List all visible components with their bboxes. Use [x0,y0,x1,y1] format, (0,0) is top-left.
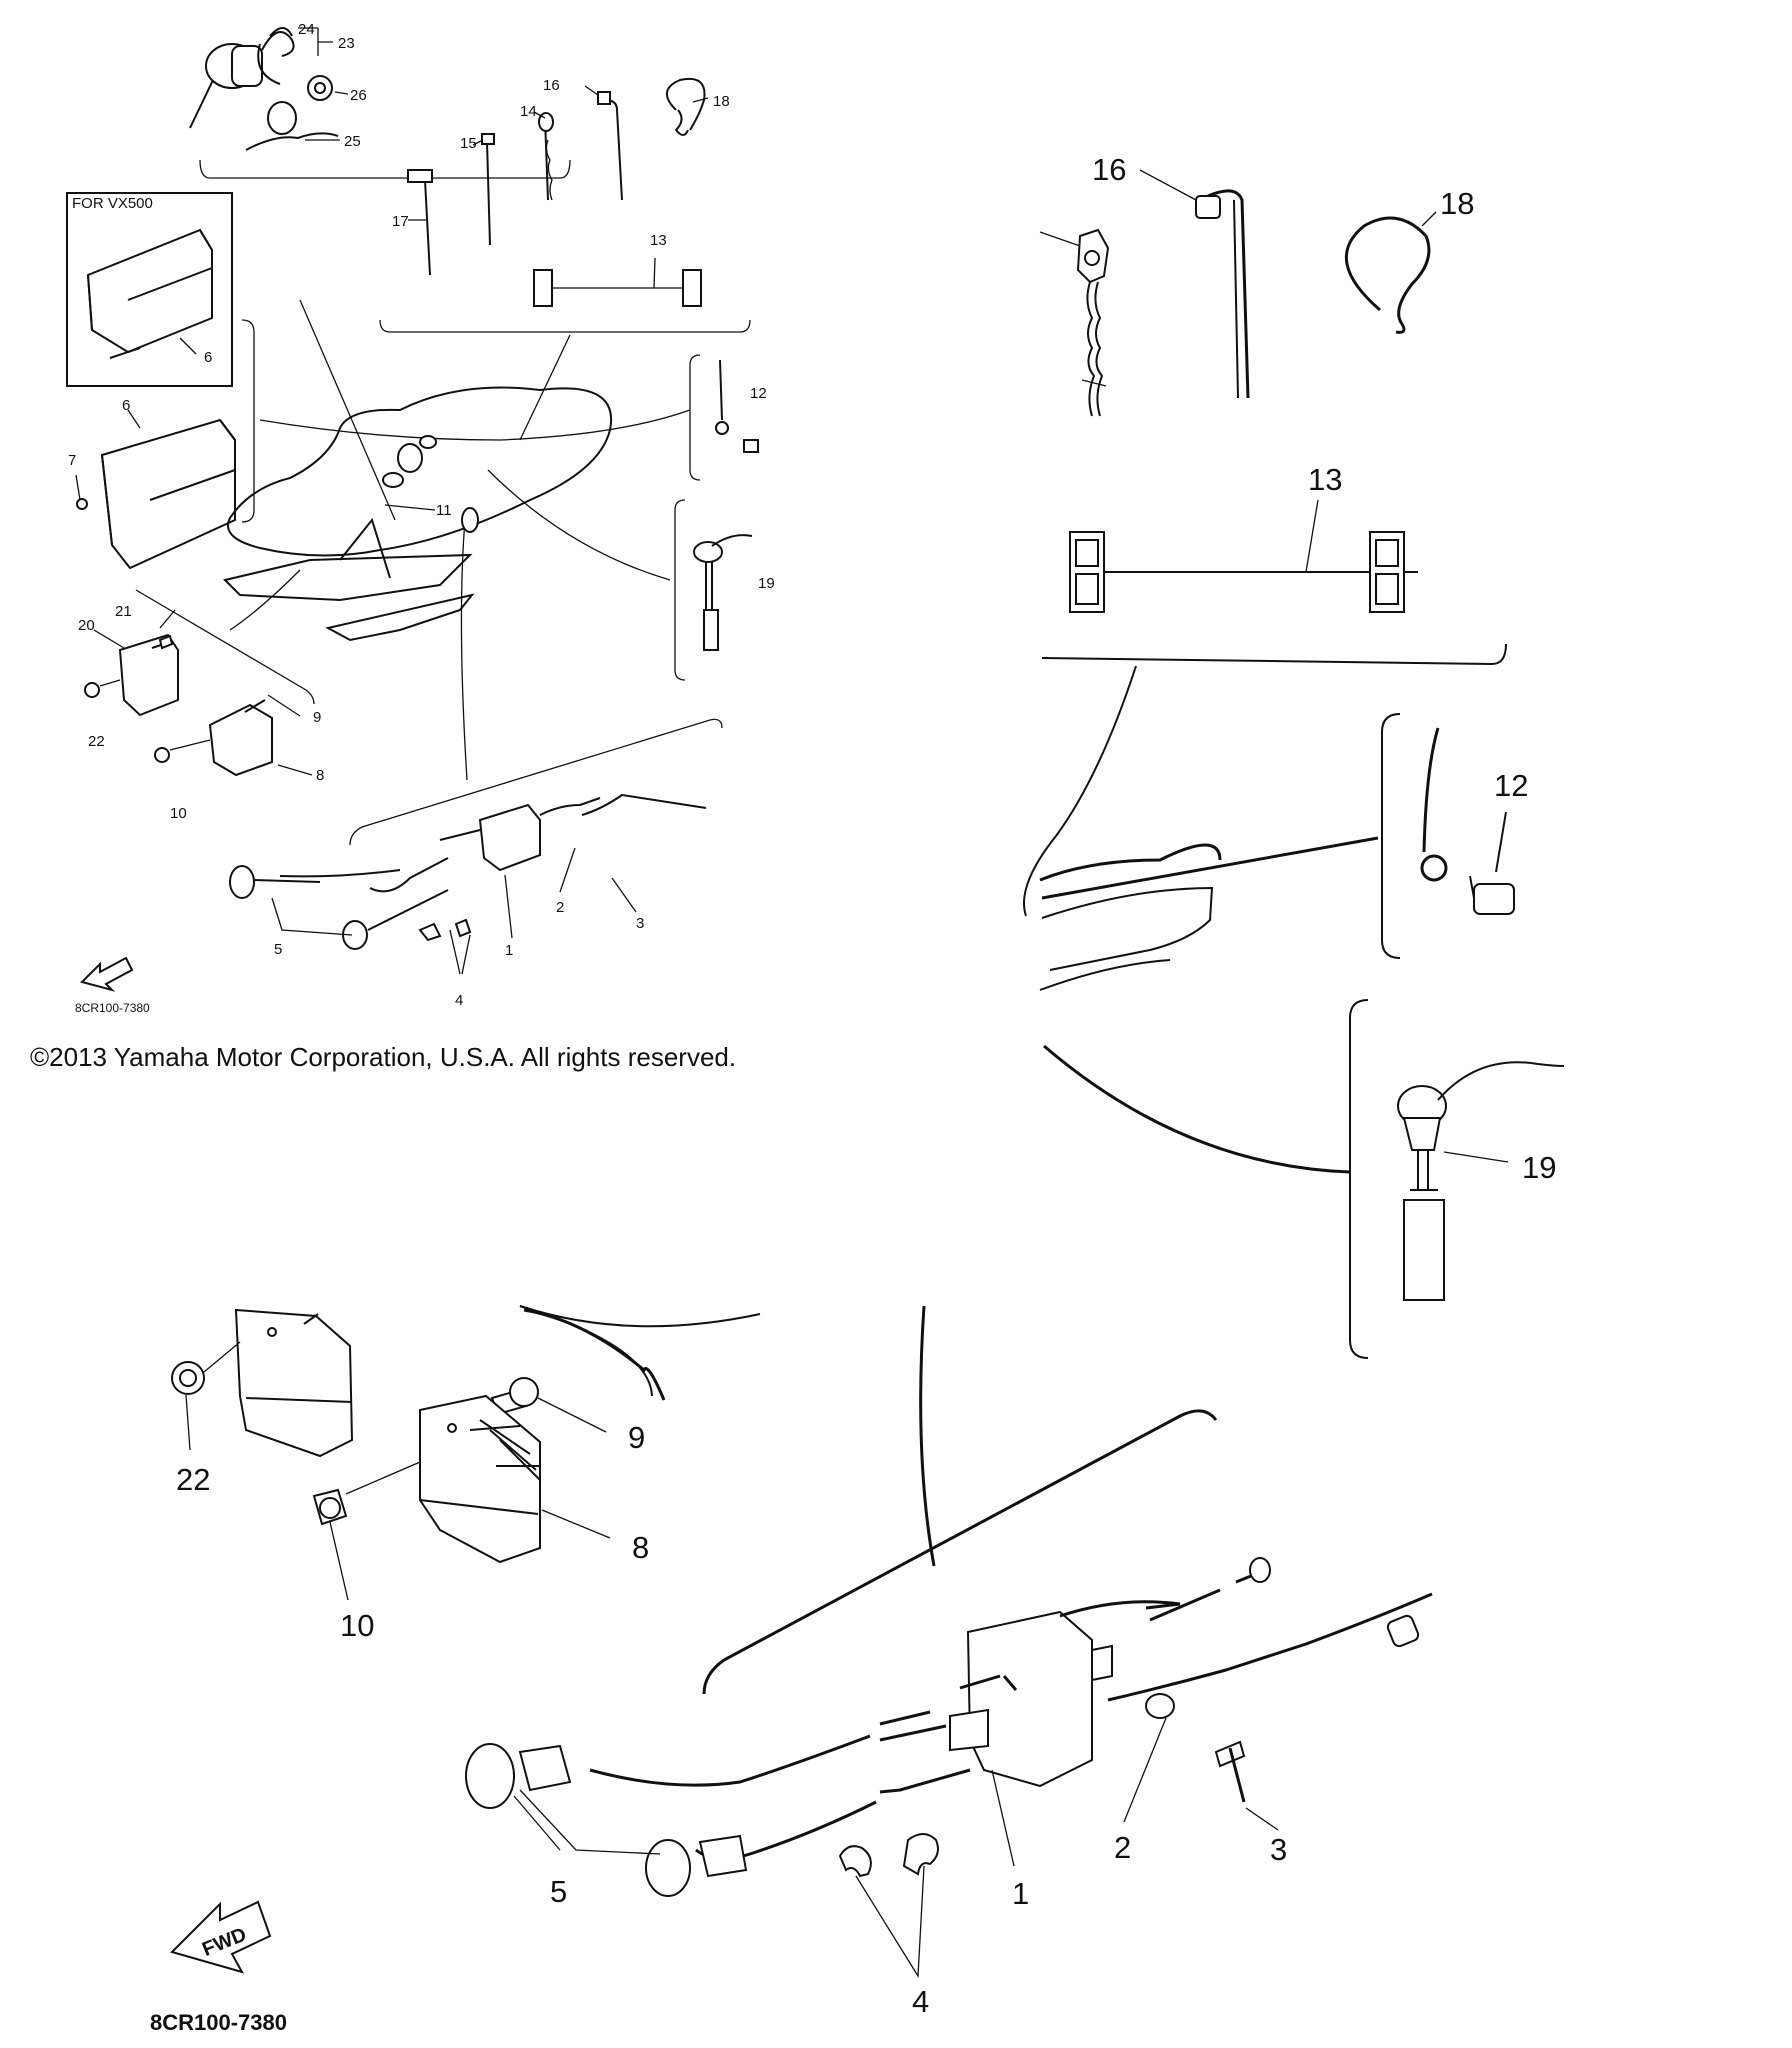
zoom-label-22: 22 [176,1462,210,1497]
zoom-middle-right [1023,665,1565,1359]
zoom-label-18: 18 [1440,186,1474,221]
label-17: 17 [392,213,409,230]
label-15: 15 [460,135,477,152]
label-14: 14 [520,103,537,120]
label-19: 19 [758,575,775,592]
label-6: 6 [122,397,130,414]
fwd-arrow-icon: FWD [170,1900,272,1974]
zoom-label-4: 4 [912,1984,929,2019]
zoom-label-19: 19 [1522,1150,1556,1185]
zoom-label-16: 16 [1092,152,1126,187]
label-10: 10 [170,805,187,822]
zoom-label-10: 10 [340,1608,374,1643]
label-6-inset: 6 [204,349,212,366]
label-24: 24 [298,21,315,38]
overview-diagram [66,27,759,992]
label-9: 9 [313,709,321,726]
zoom-labels: 16 18 13 12 19 22 9 8 10 2 3 1 5 4 8CR10… [150,152,1556,2035]
copyright-notice: ©2013 Yamaha Motor Corporation, U.S.A. A… [30,1042,737,1072]
zoom-label-3: 3 [1270,1832,1287,1867]
watercraft-outline [223,299,691,781]
label-4: 4 [455,992,463,1009]
label-2: 2 [556,899,564,916]
label-18: 18 [713,93,730,110]
label-3: 3 [636,915,644,932]
zoom-label-5: 5 [550,1874,567,1909]
label-25: 25 [344,133,361,150]
zoom-label-2: 2 [1114,1830,1131,1865]
diagram-code-large: 8CR100-7380 [150,2010,287,2035]
main-switch-assembly [189,27,339,151]
label-26: 26 [350,87,367,104]
zoom-label-9: 9 [628,1420,645,1455]
diagram-code-small: 8CR100-7380 [75,1001,150,1015]
label-13: 13 [650,232,667,249]
label-16: 16 [543,77,560,94]
label-8: 8 [316,767,324,784]
label-5: 5 [274,941,282,958]
overview-labels: 24 23 26 25 16 18 14 15 17 13 FOR VX500 … [68,21,775,1015]
zoom-label-13: 13 [1308,462,1342,497]
label-12: 12 [750,385,767,402]
label-22: 22 [88,733,105,750]
label-23: 23 [338,35,355,52]
label-11: 11 [436,502,452,519]
zoom-label-8: 8 [632,1530,649,1565]
zoom-bottom: FWD [170,1305,1433,1979]
label-1: 1 [505,942,513,959]
label-7: 7 [68,452,76,469]
vx500-label: FOR VX500 [72,195,153,212]
zoom-label-1: 1 [1012,1876,1029,1911]
label-21: 21 [115,603,132,620]
label-20: 20 [78,617,95,634]
zoom-label-12: 12 [1494,768,1528,803]
vx500-inset-box [66,192,233,387]
zoom-top-right [1039,169,1507,666]
